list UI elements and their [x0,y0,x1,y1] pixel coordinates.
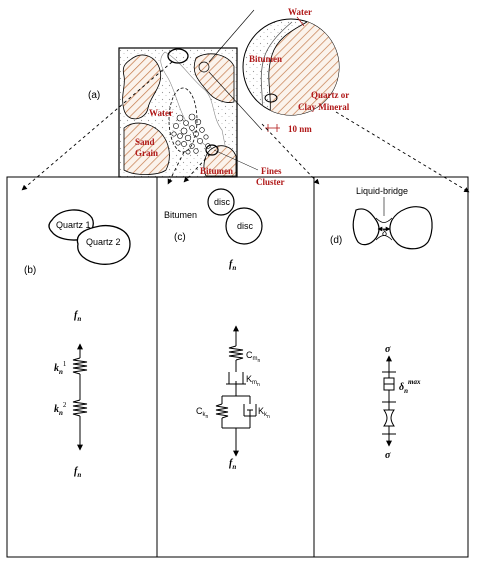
km-label: Kmn [246,374,260,388]
ck-label: Ckn [196,406,209,420]
quartz-2-label: Quartz 2 [86,237,121,247]
sand-grain-lower [123,122,170,175]
bond-column [382,355,396,447]
quartz-1-label: Quartz 1 [56,220,91,230]
label-quartz-or-clay-2: Clay Mineral [298,102,350,112]
zoom-source-circle [198,61,210,73]
sigma-bottom-label: σ [385,450,391,461]
delta-max-label: δnmax [399,378,421,395]
force-label-top-b: fn [74,310,81,323]
spring-column-b [72,343,88,451]
liquid-bridge-shape [375,217,393,241]
force-label-bottom-b: fn [74,466,81,479]
gap-delta-label: δ [382,228,387,238]
burgers-model [215,325,257,457]
label-fines-2: Cluster [256,177,285,187]
contact-ellipse-mid [168,87,198,153]
panel-c: (c) disc disc Bitumen fn [164,188,270,471]
disc-top-label: disc [214,197,231,207]
label-water-top: Water [288,7,312,17]
fines-cluster [171,113,211,155]
panels-frame [6,176,469,558]
contact-ellipse-bottom [205,144,219,156]
kk-label: Kkn [258,406,270,420]
label-quartz-or-clay-1: Quartz or [311,90,349,100]
force-label-top-c: fn [229,259,236,272]
label-water-inner: Water [149,108,173,118]
disc-bottom [225,207,263,245]
dashed-arrow-to-d-2 [335,111,470,193]
label-bitumen-circle: Bitumen [249,54,282,64]
panel-label-d: (d) [330,235,342,246]
zoom-line-top [208,9,255,63]
panel-d: (d) Liquid-bridge δ σ δnmax σ [330,186,433,461]
zoomed-contact-circle [242,16,340,132]
force-label-bottom-c: fn [229,458,236,471]
label-bitumen-bottom: Bitumen [200,166,233,176]
spring-k2-label: kn2 [54,401,67,417]
sand-grain-bottom-right [203,145,237,177]
sand-grain-upper [122,54,162,120]
spring-k1-label: kn1 [54,360,67,376]
sigma-top-label: σ [385,344,391,355]
contact-ellipse-top [167,48,189,64]
microstructure-figure: (a) [21,7,470,193]
panel-label-b: (b) [24,265,36,276]
cm-label: Cmn [246,350,261,364]
panel-label-c: (c) [174,232,186,243]
label-fines-1: Fines [261,166,282,176]
left-particle [352,208,380,246]
bitumen-label: Bitumen [164,210,197,220]
label-sand-2: Grain [135,148,158,158]
dashed-arrow-to-b [21,61,173,191]
quartz-2-grain [76,224,131,265]
disc-bottom-label: disc [237,221,254,231]
label-thickness: 10 nm [288,124,312,134]
label-sand-1: Sand [135,137,155,147]
fines-leader [213,149,259,171]
dashed-arrow-to-d [261,123,320,185]
zoom-line-bottom [208,71,263,131]
panel-label-a: (a) [88,90,100,101]
right-particle [389,206,433,250]
disc-top [207,188,235,216]
liquid-bridge-label: Liquid-bridge [356,186,408,196]
sand-grain-right [193,53,235,103]
panel-b: (b) Quartz 1 Quartz 2 fn kn1 kn2 fn [24,209,131,479]
